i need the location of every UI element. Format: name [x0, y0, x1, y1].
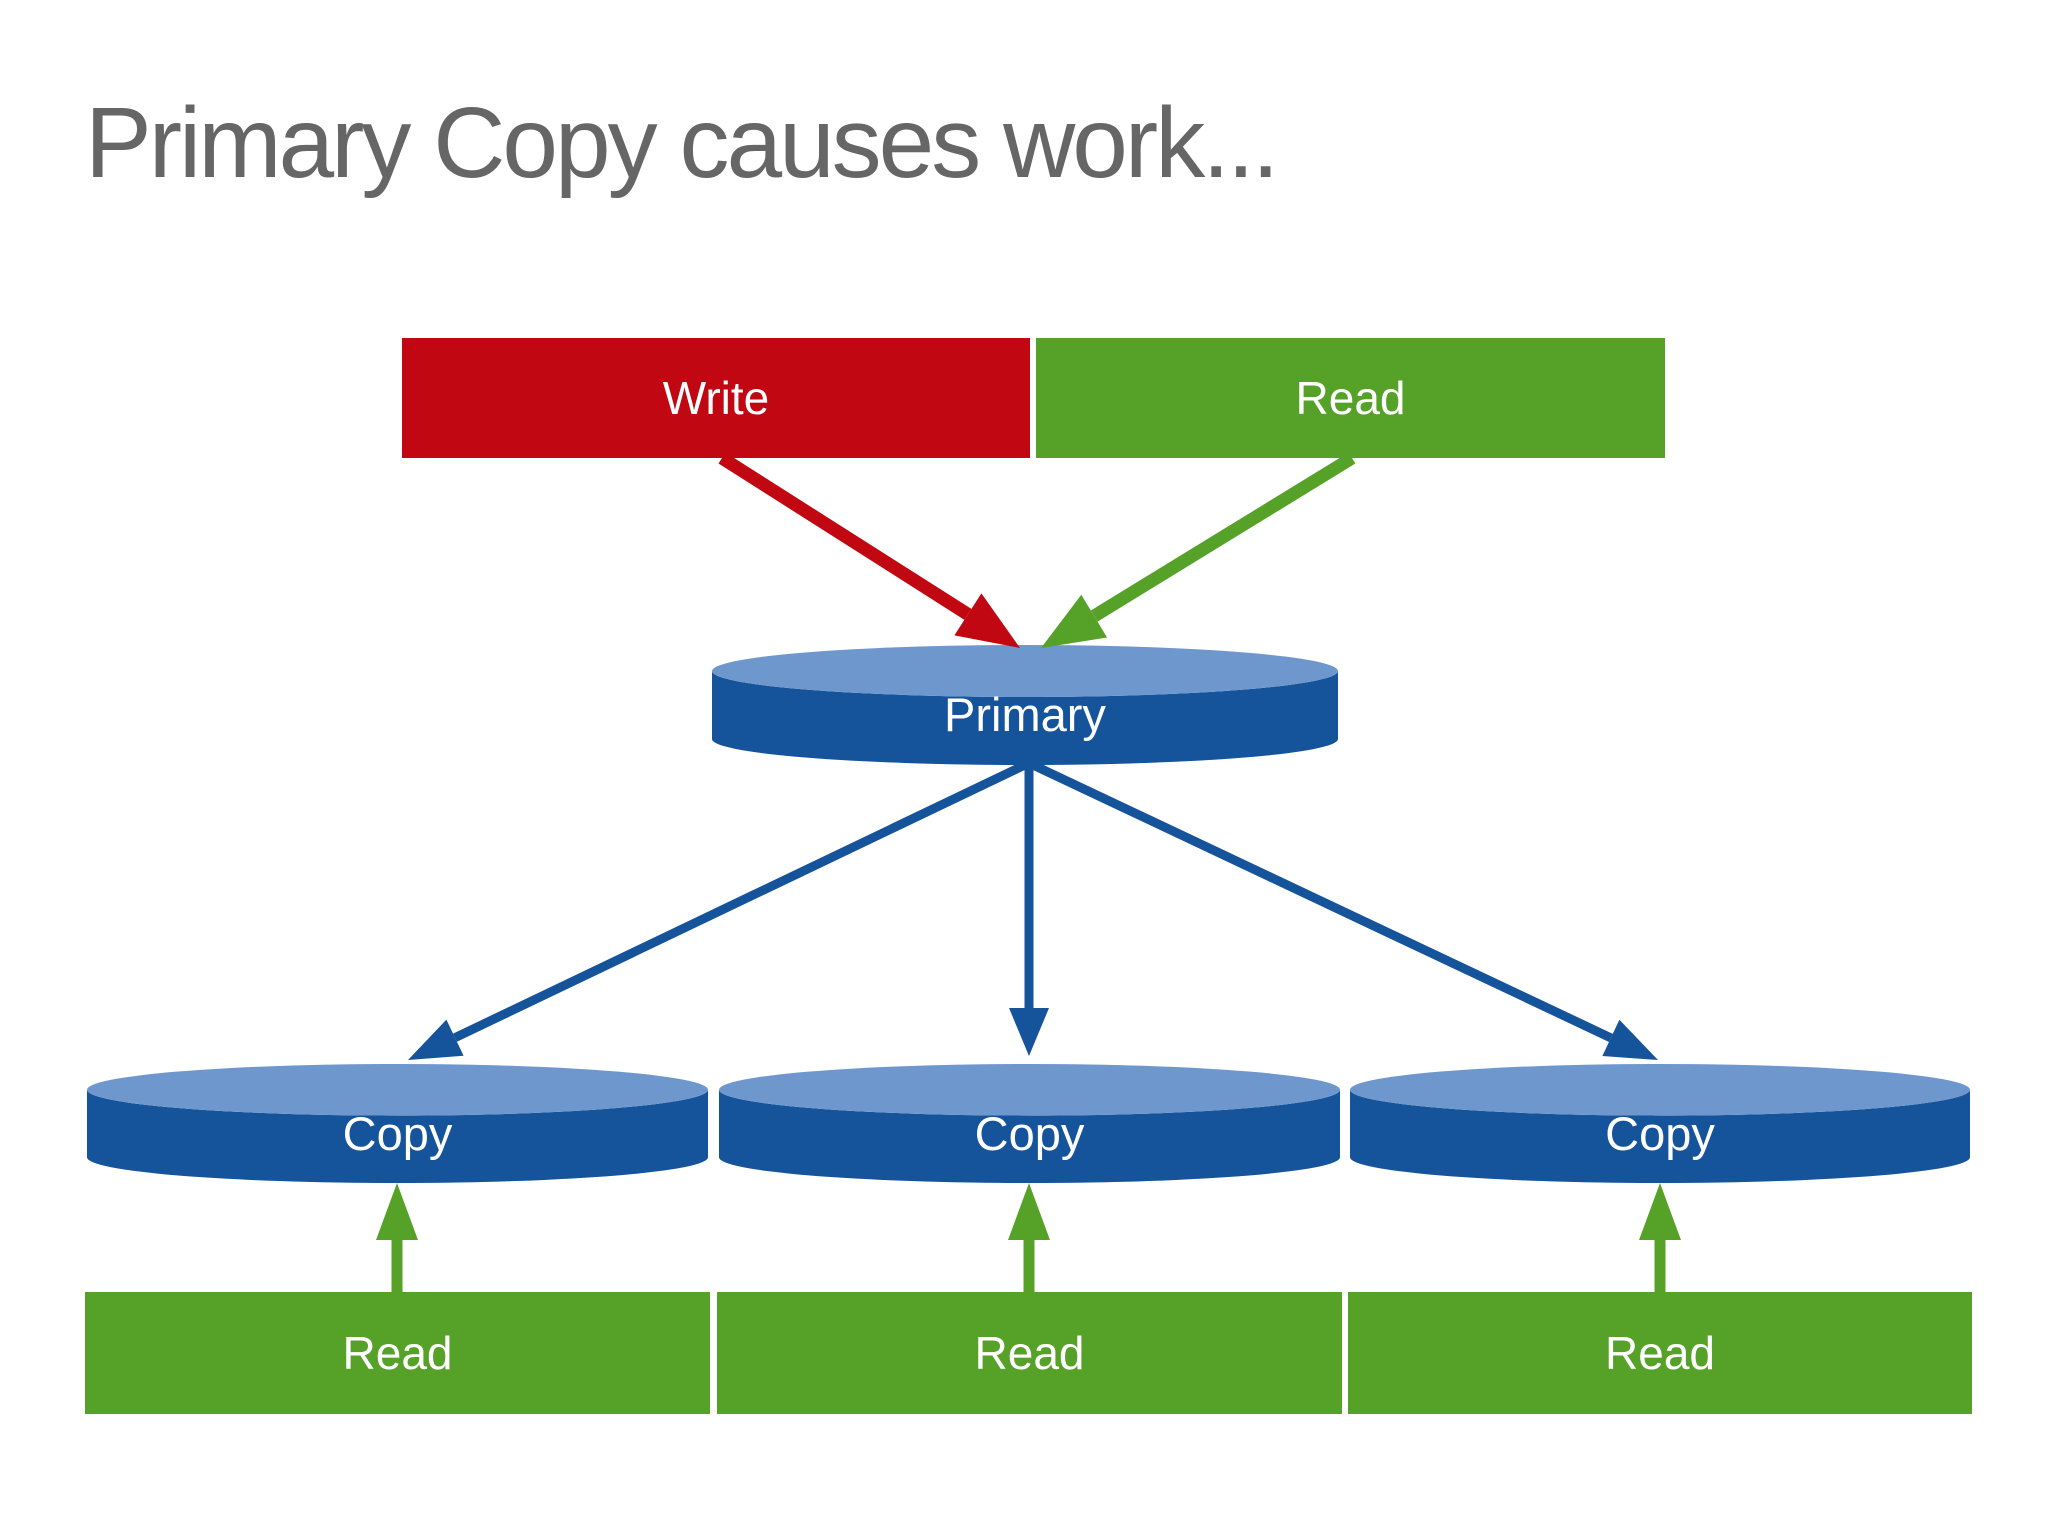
cylinder-body [86, 1089, 709, 1184]
read-box-bottom-middle: Read [717, 1292, 1342, 1414]
read-box-bottom-left: Read [85, 1292, 710, 1414]
cylinder-body [718, 1089, 1341, 1184]
arrow-head [376, 1183, 418, 1240]
arrow-head [1009, 1008, 1049, 1056]
write-to-primary-arrow [718, 452, 1020, 648]
write-box: Write [402, 338, 1030, 458]
copy-db-cylinder-right: Copy [1348, 1062, 1972, 1185]
primary-to-copy-middle-arrow [1009, 764, 1049, 1056]
arrow-head [954, 593, 1020, 648]
cylinder-body [712, 671, 1338, 765]
read-box-bottom-right-label: Read [1605, 1327, 1715, 1379]
read-to-copy-right-arrow [1639, 1183, 1681, 1293]
read-box-top: Read [1036, 338, 1665, 458]
read-to-copy-left-arrow [376, 1183, 418, 1293]
cylinder-top [1349, 1063, 1971, 1116]
arrow-stem [1029, 759, 1613, 1042]
copy-left-label: Copy [342, 1106, 453, 1160]
cylinder-top [712, 645, 1338, 697]
cylinder-shape [712, 645, 1338, 765]
slide-title: Primary Copy causes work... [85, 87, 1280, 199]
arrow-head [1008, 1183, 1050, 1240]
cylinder-shape [718, 1063, 1341, 1184]
read-to-copy-middle-arrow [1008, 1183, 1050, 1293]
arrow-head [1602, 1019, 1658, 1060]
arrow-head [1041, 594, 1108, 648]
read-box-bottom-left-label: Read [342, 1327, 453, 1379]
primary-label: Primary [944, 688, 1106, 742]
arrow-head [408, 1019, 464, 1060]
arrow-stem [718, 452, 972, 620]
cylinder-shape [1349, 1063, 1971, 1184]
cylinder-shape [86, 1063, 709, 1184]
read-box-bottom-right: Read [1348, 1292, 1972, 1414]
write-box-label: Write [662, 372, 770, 424]
cylinder-top [86, 1063, 709, 1116]
primary-to-copy-left-arrow [408, 759, 1029, 1060]
copy-middle-label: Copy [974, 1106, 1085, 1160]
cylinder-top [718, 1063, 1341, 1116]
read-box-bottom-middle-label: Read [974, 1327, 1085, 1379]
arrow-head [1639, 1183, 1681, 1240]
read-box-top-label: Read [1295, 372, 1406, 424]
read-to-primary-arrow [1041, 452, 1356, 648]
arrow-stem [1090, 452, 1356, 622]
copy-right-label: Copy [1605, 1106, 1715, 1160]
cylinder-body [1349, 1089, 1971, 1184]
copy-db-cylinder-middle: Copy [717, 1062, 1342, 1185]
primary-to-copy-right-arrow [1029, 759, 1658, 1060]
primary-db-cylinder: Primary [710, 643, 1340, 767]
copy-db-cylinder-left: Copy [85, 1062, 710, 1185]
arrow-stem [453, 759, 1029, 1042]
